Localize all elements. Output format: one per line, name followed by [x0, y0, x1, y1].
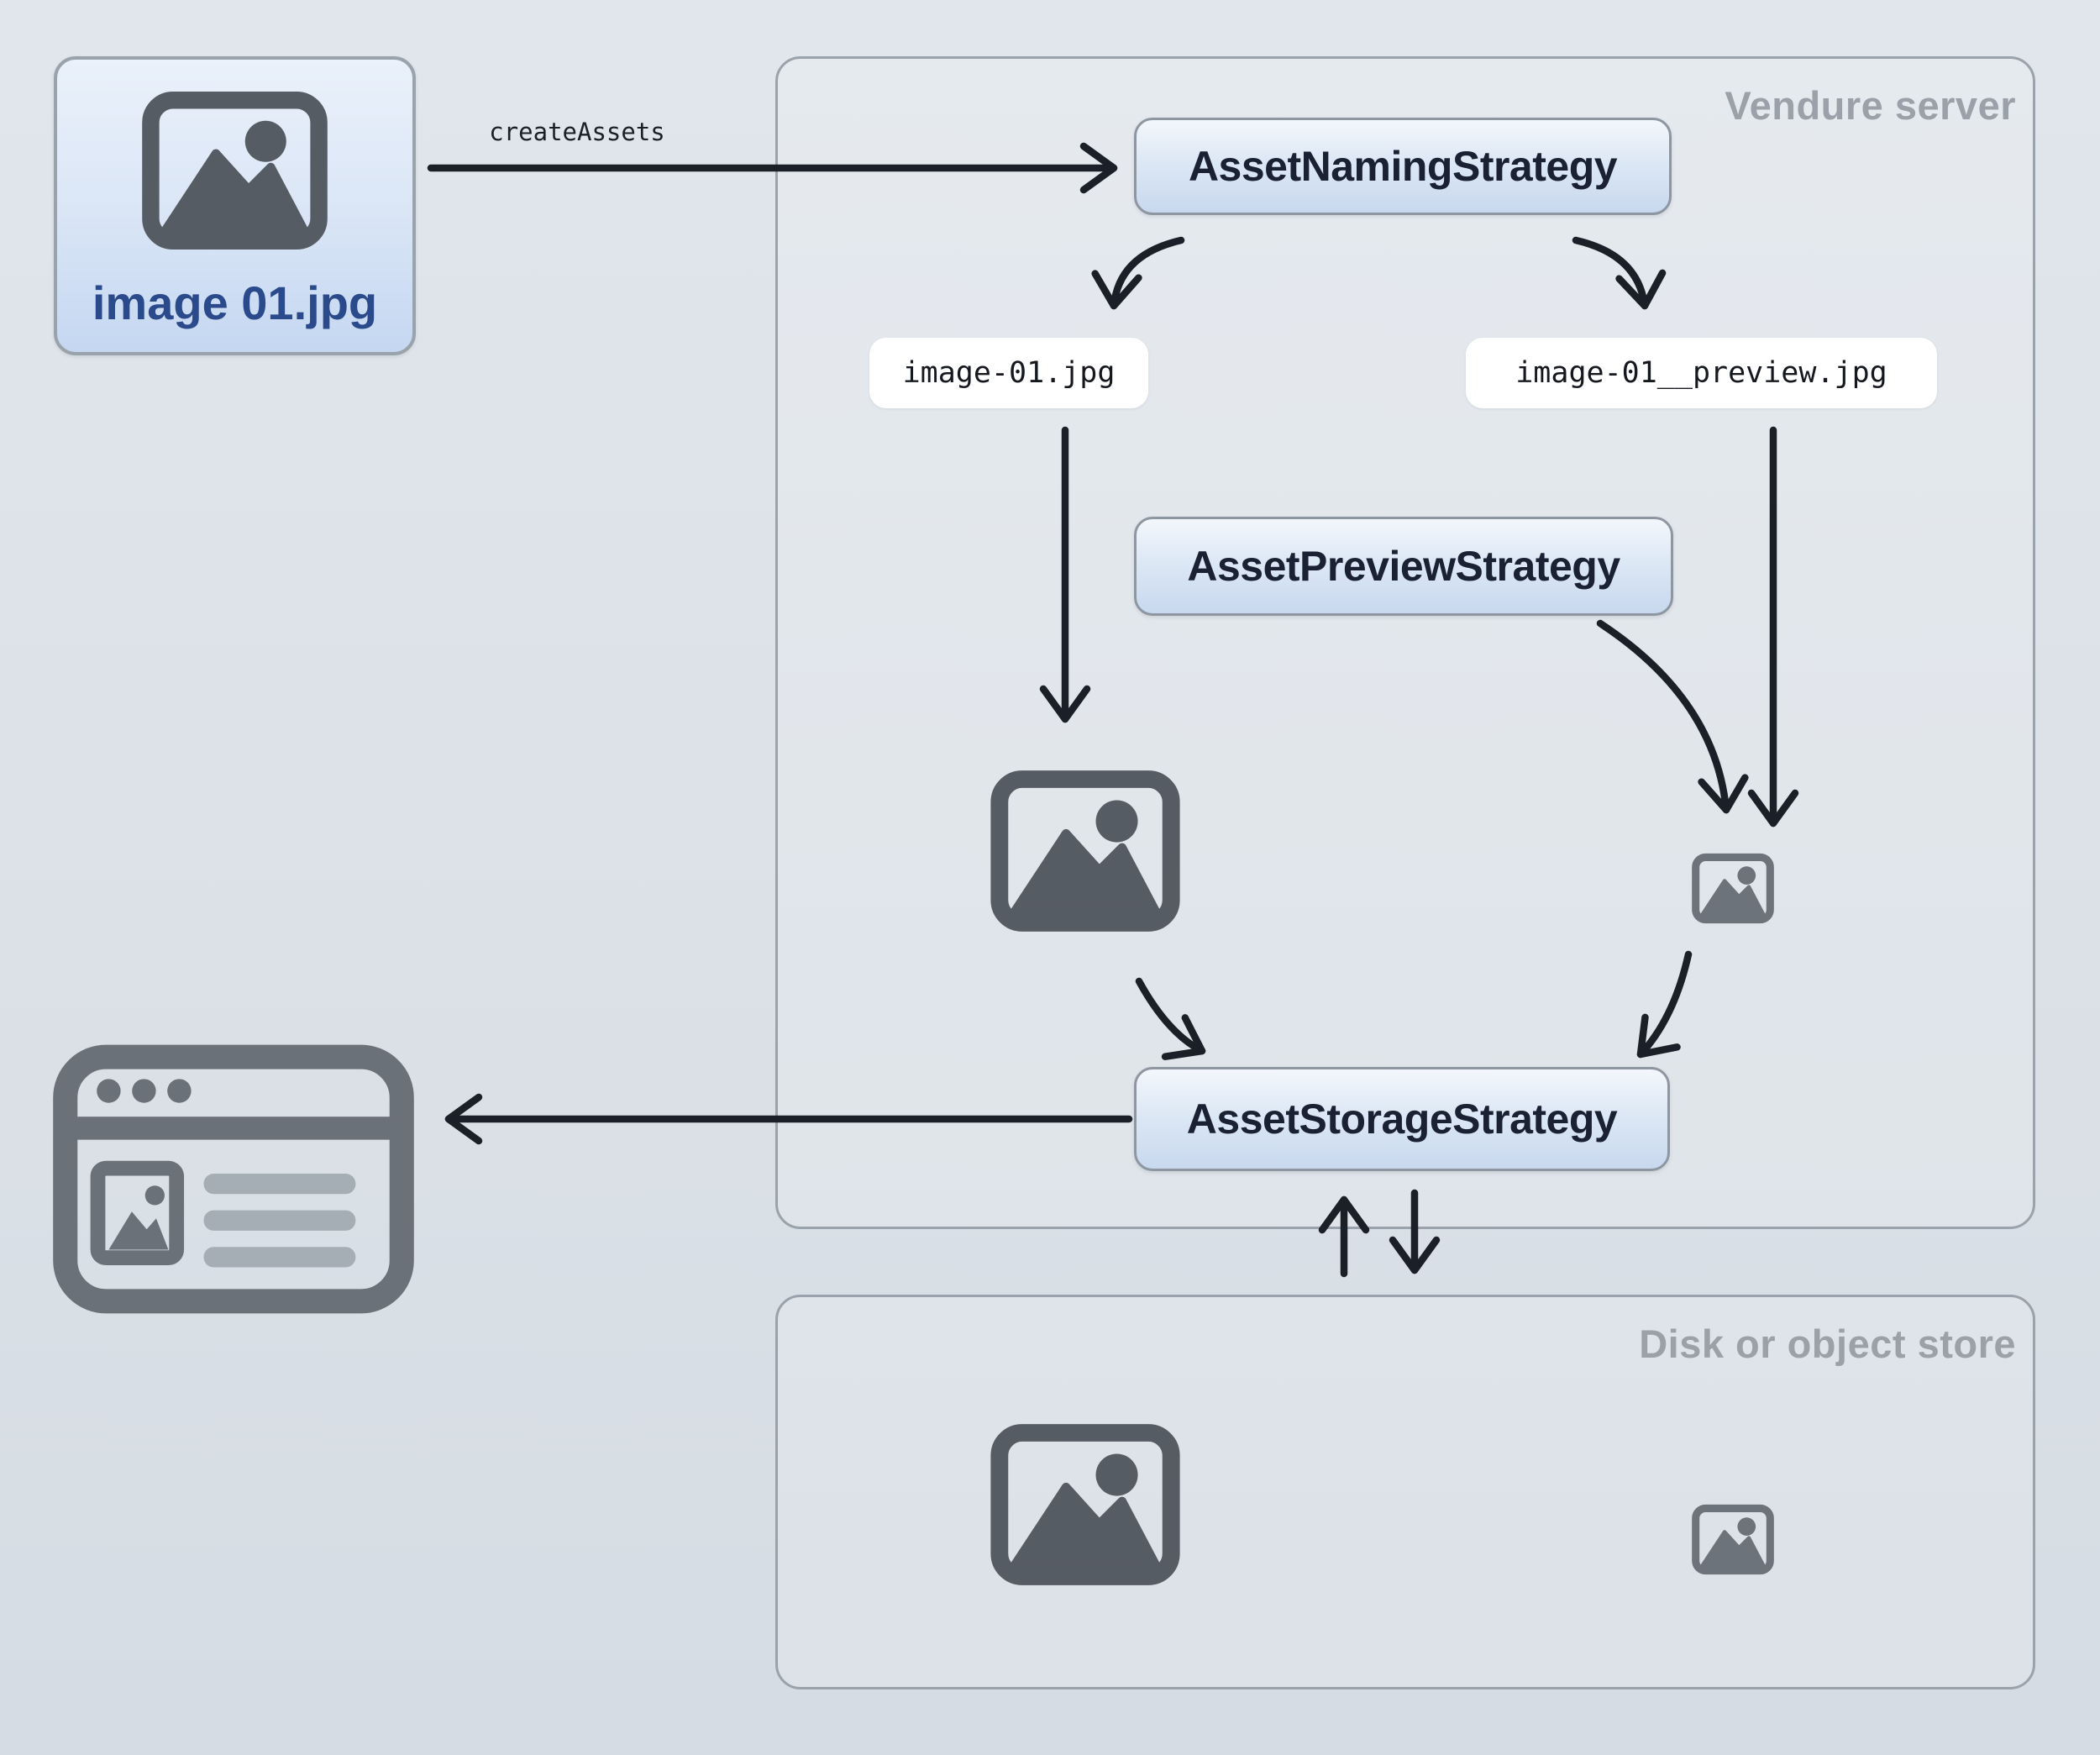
source-image-filename: image 01.jpg [92, 276, 378, 329]
image-icon [989, 1422, 1182, 1587]
filename-pill-preview: image-01__preview.jpg [1466, 338, 1937, 408]
node-asset-naming-strategy: AssetNamingStrategy [1134, 118, 1672, 215]
node-label: AssetNamingStrategy [1188, 143, 1618, 190]
thumbnail-image-icon [90, 1160, 185, 1266]
node-label: AssetPreviewStrategy [1187, 543, 1620, 590]
vendure-server-container [775, 56, 2035, 1229]
image-preview-icon [1691, 853, 1775, 924]
image-icon [989, 769, 1182, 933]
node-asset-preview-strategy: AssetPreviewStrategy [1134, 517, 1673, 616]
node-label: AssetStorageStrategy [1186, 1096, 1618, 1143]
text-lines [203, 1174, 356, 1268]
image-icon [140, 90, 329, 251]
source-image-card: image 01.jpg [54, 56, 416, 355]
disk-store-container [775, 1295, 2035, 1689]
node-asset-storage-strategy: AssetStorageStrategy [1134, 1067, 1670, 1171]
disk-store-label: Disk or object store [1639, 1322, 2016, 1366]
vendure-server-label: Vendure server [1725, 83, 2016, 128]
filename-pill-source: image-01.jpg [869, 338, 1148, 408]
browser-window-icon [53, 1044, 414, 1314]
createassets-edge-label: createAssets [489, 118, 665, 146]
image-preview-icon [1691, 1504, 1775, 1575]
